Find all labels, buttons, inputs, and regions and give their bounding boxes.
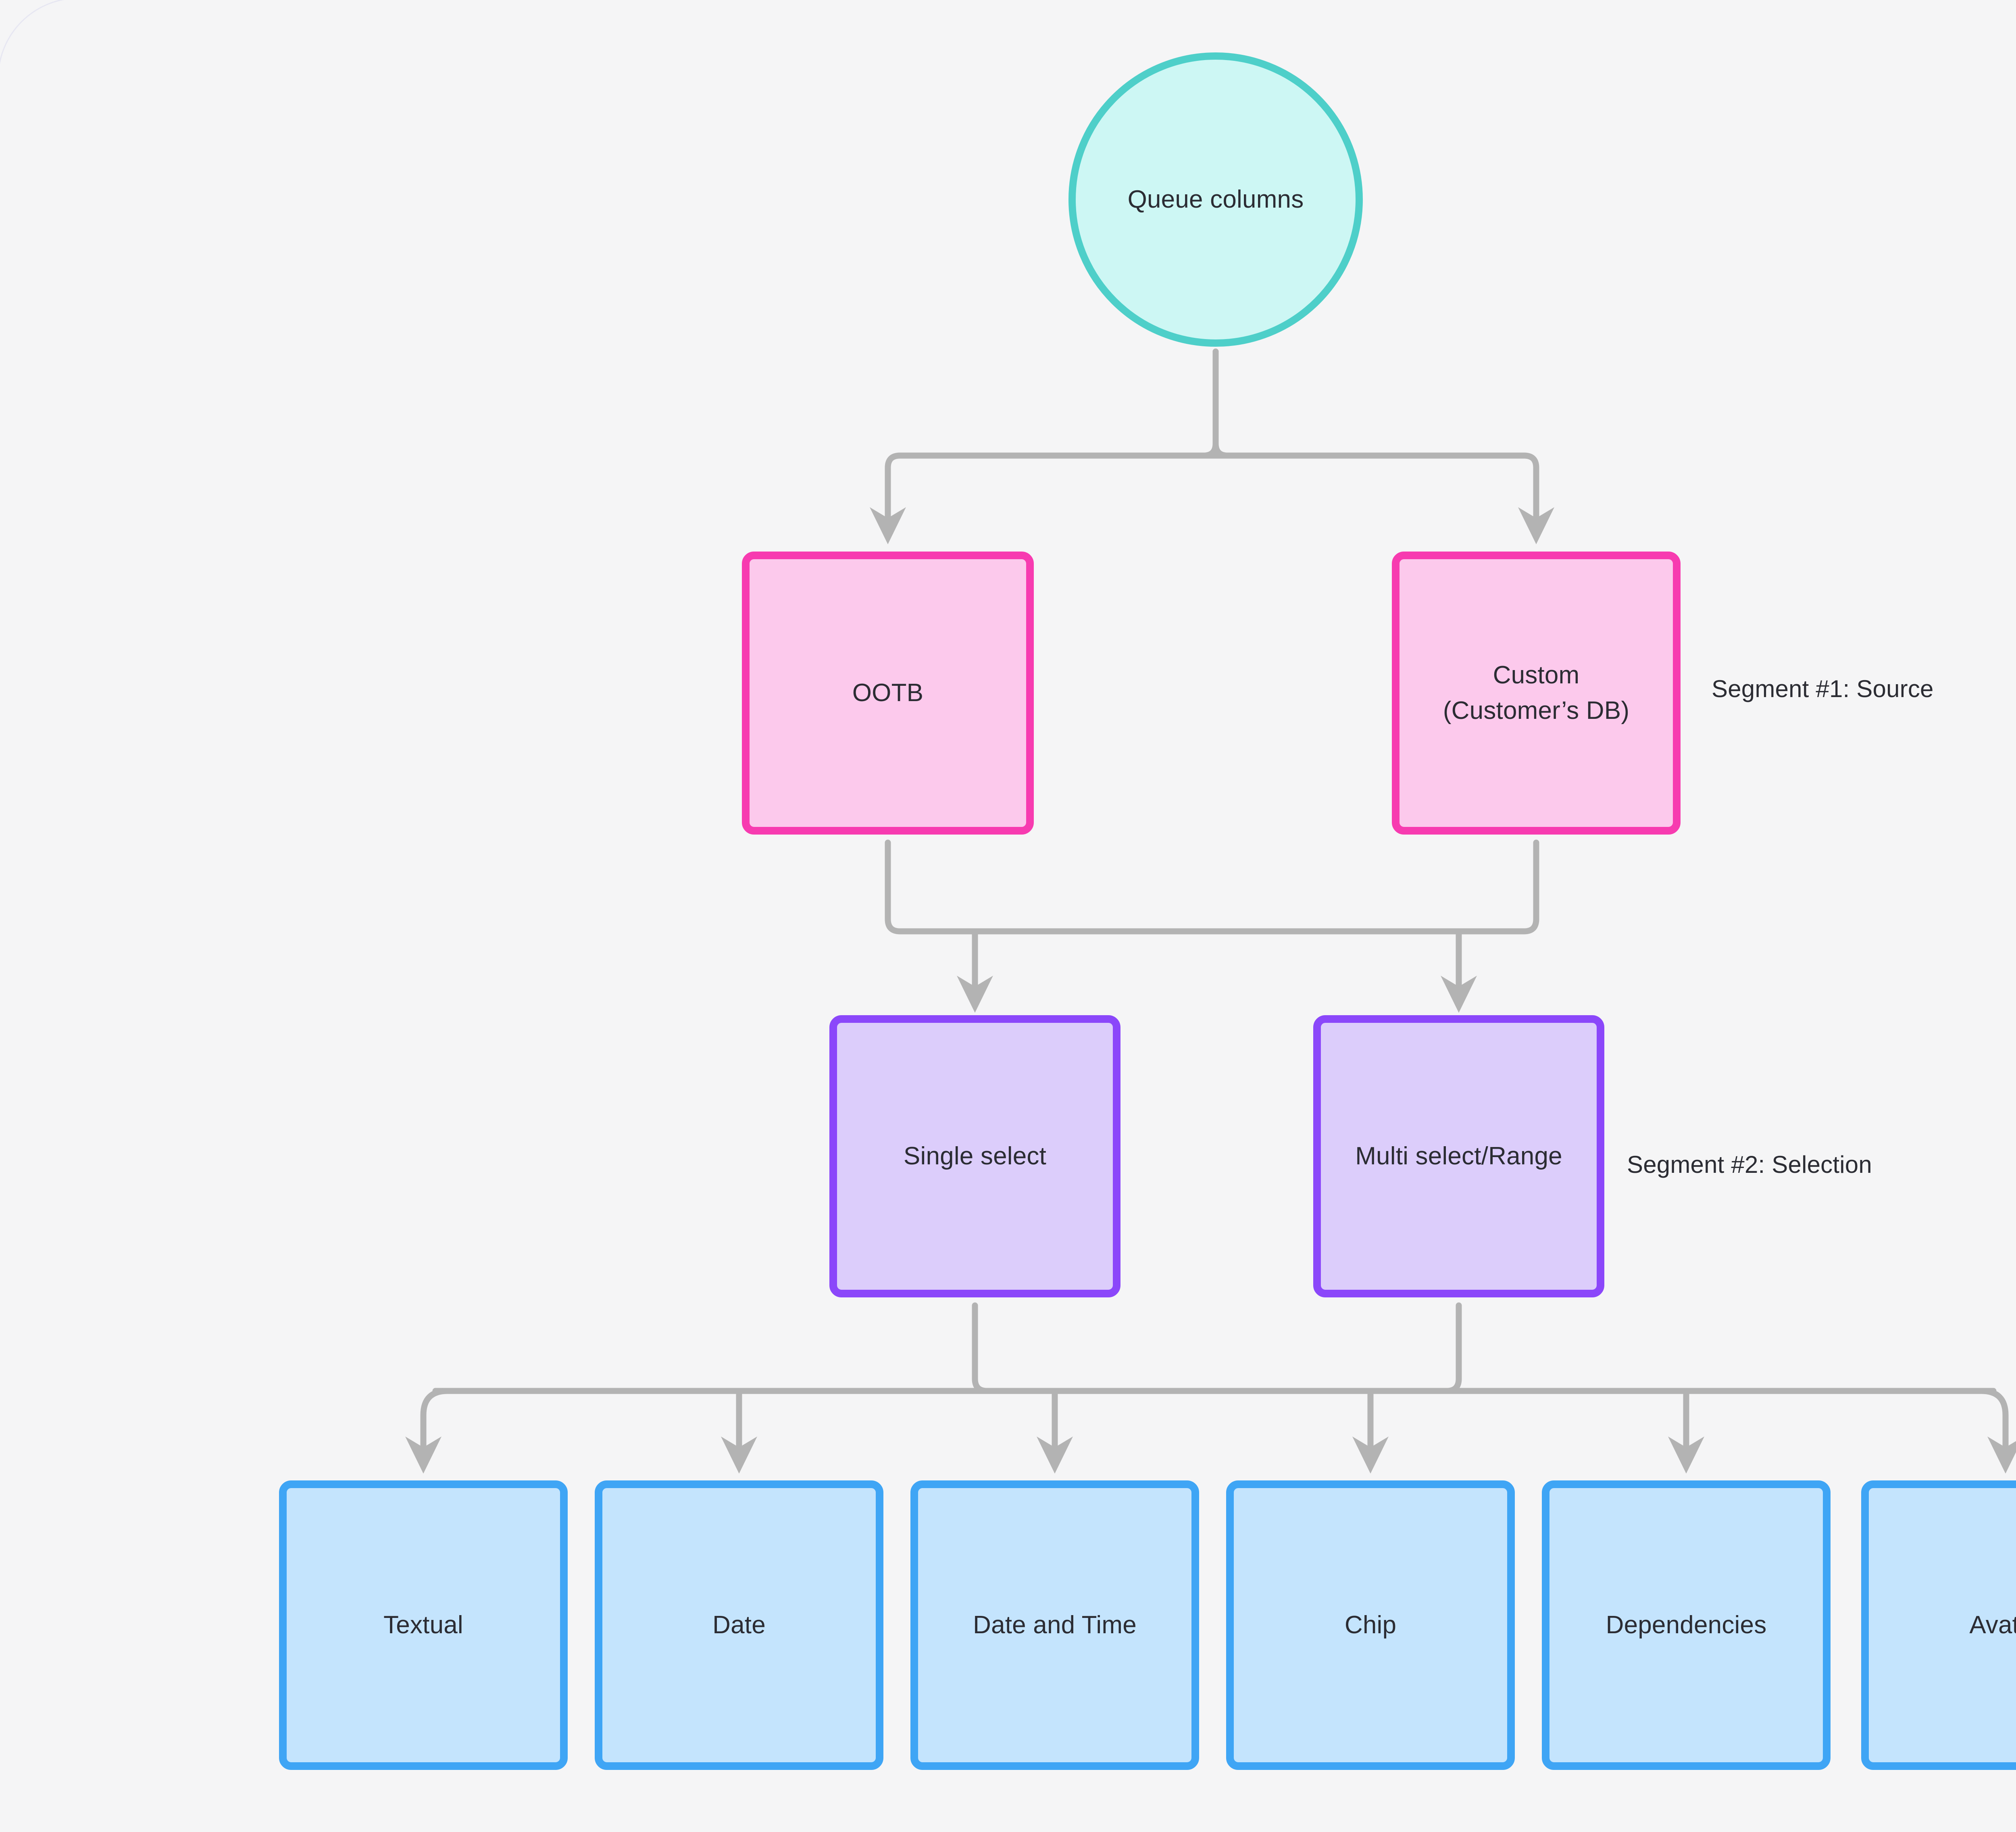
arrowhead-to-multi-select: [1441, 976, 1477, 1013]
edge-root-to-custom: [1225, 452, 1539, 527]
node-single-select[interactable]: Single select: [829, 1015, 1120, 1297]
arrowhead-to-ootb: [870, 507, 906, 544]
edge-root-stem-right: [1212, 348, 1231, 459]
edge-root-to-ootb: [885, 452, 1207, 527]
arrowhead-to-chip: [1352, 1436, 1389, 1474]
edge-multi-select-stem: [1443, 1302, 1462, 1394]
arrowhead-to-date: [721, 1436, 757, 1474]
page-frame-corner: [0, 0, 79, 79]
node-queue-columns[interactable]: Queue columns: [1068, 52, 1363, 347]
node-ootb[interactable]: OOTB: [742, 552, 1034, 835]
arrowhead-to-single-select: [957, 976, 993, 1013]
node-date-and-time[interactable]: Date and Time: [910, 1480, 1199, 1770]
arrowhead-to-date-and-time: [1037, 1436, 1073, 1474]
segment-1-label: Segment #1: Source: [1712, 675, 1934, 702]
node-avatar[interactable]: Avatar: [1861, 1480, 2016, 1770]
arrowhead-to-avatar: [1987, 1436, 2016, 1474]
edge-to-avatar: [1978, 1388, 2009, 1459]
edge-custom-stem: [1521, 839, 1539, 935]
edge-to-textual: [420, 1388, 451, 1459]
node-textual[interactable]: Textual: [279, 1480, 568, 1770]
node-chip[interactable]: Chip: [1226, 1480, 1515, 1770]
node-custom[interactable]: Custom (Customer’s DB): [1392, 552, 1681, 835]
node-date[interactable]: Date: [595, 1480, 883, 1770]
edge-root-stem: [1200, 348, 1219, 459]
node-multi-select[interactable]: Multi select/Range: [1313, 1015, 1604, 1297]
arrowhead-to-custom: [1518, 507, 1554, 544]
node-dependencies[interactable]: Dependencies: [1542, 1480, 1831, 1770]
arrowhead-to-textual: [405, 1436, 442, 1474]
edge-single-select-stem: [972, 1302, 990, 1394]
arrowhead-to-dependencies: [1668, 1436, 1704, 1474]
edge-ootb-stem: [885, 839, 903, 935]
segment-2-label: Segment #2: Selection: [1627, 1151, 1872, 1178]
